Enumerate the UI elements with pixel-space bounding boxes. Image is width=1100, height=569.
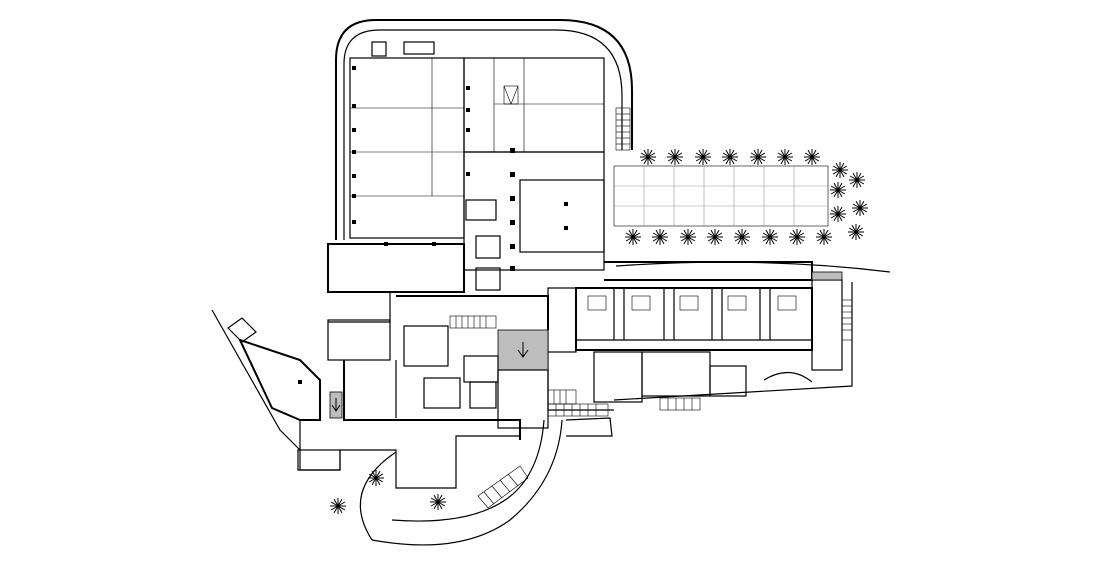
west-block-outline	[327, 243, 465, 293]
stair-core	[547, 287, 577, 353]
tree-icon	[789, 229, 805, 245]
tree-icon	[848, 224, 864, 240]
west-wing-outline	[238, 338, 321, 421]
west-diagonal-wall	[211, 309, 301, 451]
tree-icon	[777, 149, 793, 165]
south-wall	[343, 360, 521, 440]
north-stair	[403, 41, 435, 55]
stair-diag	[510, 85, 519, 105]
central-room	[469, 381, 497, 409]
tree-icon	[734, 229, 750, 245]
central-room	[327, 319, 391, 361]
south-west-block	[299, 420, 520, 489]
lower-wall	[547, 352, 614, 411]
south-stair	[547, 389, 701, 417]
tree-icon	[625, 229, 641, 245]
west-kiosk	[227, 317, 257, 343]
east-wing	[547, 261, 891, 411]
west-step	[328, 292, 391, 323]
stair-block	[503, 85, 519, 105]
stair-diag	[503, 85, 512, 105]
tree-icon	[680, 229, 696, 245]
lower-room	[641, 351, 711, 397]
trees	[330, 149, 868, 514]
south-ramp	[565, 417, 613, 437]
tree-icon	[652, 229, 668, 245]
curved-bay	[763, 371, 813, 383]
east-stair-hatch	[811, 271, 843, 281]
tree-icon	[852, 200, 868, 216]
entrance-drive	[359, 419, 563, 546]
lobby-room	[519, 179, 605, 253]
west-wing	[211, 309, 520, 489]
tree-icon	[750, 149, 766, 165]
drive-inner	[391, 419, 545, 522]
north-stair	[371, 41, 387, 57]
east-wing-curve	[615, 261, 891, 273]
tree-icon	[368, 470, 384, 486]
central-wall	[396, 295, 549, 330]
tree-icon	[849, 172, 865, 188]
east-outer-wall	[613, 282, 853, 401]
central-stair	[449, 315, 497, 329]
drive-curve	[359, 451, 397, 541]
hall-west	[349, 57, 465, 239]
elevator	[475, 267, 501, 291]
tree-icon	[695, 149, 711, 165]
tree-icon	[830, 206, 846, 222]
tree-icon	[640, 149, 656, 165]
hall-north	[463, 57, 605, 153]
central-room	[403, 325, 449, 367]
tree-icon	[816, 229, 832, 245]
down-arrow-icon	[517, 342, 529, 358]
east-end	[811, 279, 843, 371]
lower-room	[709, 365, 747, 397]
down-arrow-icon	[331, 398, 341, 412]
central-room	[423, 377, 461, 409]
tree-icon	[430, 494, 446, 510]
tree-icon	[830, 182, 846, 198]
south-west-room	[297, 449, 341, 471]
terrace-pergola	[613, 165, 829, 227]
tree-icon	[804, 149, 820, 165]
drive-stair	[477, 465, 529, 509]
east-stair	[615, 107, 631, 151]
tree-icon	[330, 498, 346, 514]
east-wing-stair	[841, 299, 853, 341]
central-block	[327, 295, 701, 440]
tree-icon	[707, 229, 723, 245]
central-room	[463, 355, 499, 383]
tree-icon	[722, 149, 738, 165]
drive-outer	[371, 419, 563, 546]
lobby-service	[465, 199, 497, 221]
elevator	[475, 235, 501, 259]
room-block	[575, 287, 813, 351]
tree-icon	[667, 149, 683, 165]
tree-icon	[832, 162, 848, 178]
north-envelope	[335, 19, 633, 240]
lower-room	[593, 351, 643, 403]
tree-icon	[762, 229, 778, 245]
north-block	[327, 19, 633, 323]
columns	[298, 66, 568, 384]
north-envelope-inner	[343, 29, 623, 240]
